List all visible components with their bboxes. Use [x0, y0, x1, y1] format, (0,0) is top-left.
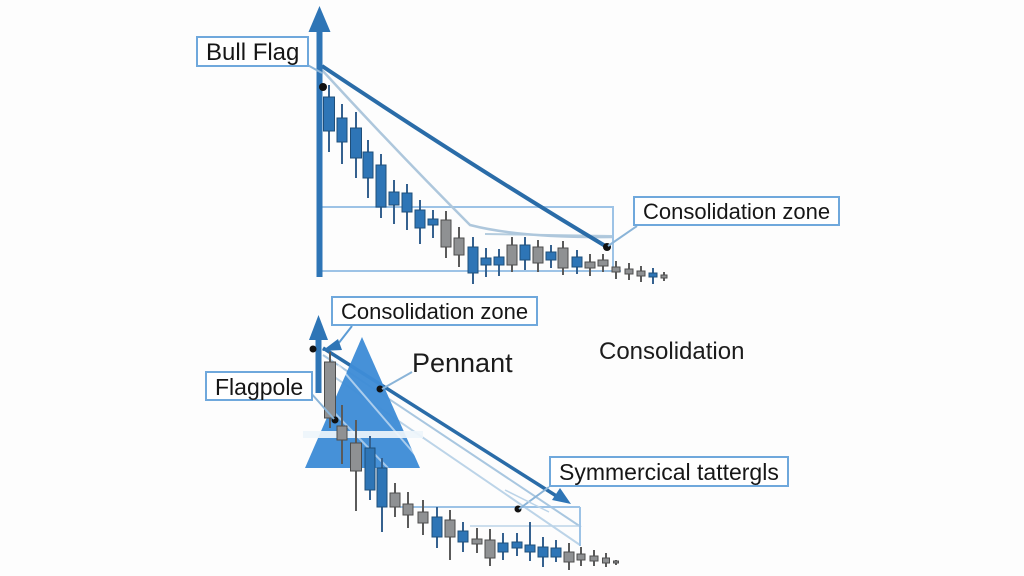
consolidation-zone-mid-label: Consolidation zone: [331, 296, 539, 326]
bottom-axis-arrowhead-icon: [309, 315, 328, 340]
symmetrical-label-connector: [518, 486, 550, 510]
candle-body: [576, 553, 586, 561]
consolidation-zone-top-label-text: Consolidation zone: [643, 199, 831, 224]
candle-body: [484, 539, 496, 559]
candle-body: [467, 246, 479, 274]
candle-body: [589, 555, 599, 562]
candle-body: [636, 270, 646, 277]
candle-body: [417, 511, 429, 524]
candle-body: [444, 519, 456, 538]
candle-body: [571, 256, 583, 268]
candle-body: [440, 219, 452, 248]
candle-body: [323, 96, 335, 132]
candle-body: [324, 361, 336, 419]
candle-body: [584, 261, 596, 269]
consolidation-mid-label-connector: [337, 325, 353, 345]
bull-flag-consolidation-rect: [317, 206, 614, 272]
candle-body: [563, 551, 575, 563]
symmetrical-connector-cross-line: [504, 489, 550, 513]
pennant-marker-dot: [376, 385, 384, 393]
top-axis-shaft: [316, 26, 323, 277]
candle-body: [364, 447, 376, 491]
pennant-triangle-streak-1: [337, 364, 419, 459]
pennant-label: Pennant: [412, 348, 513, 378]
bull-flag-upper-trendline: [320, 64, 609, 249]
consolidation-mid-connector-arrowhead-icon: [322, 339, 342, 351]
candle-body: [362, 151, 374, 179]
candle-body: [537, 546, 549, 558]
candle-body: [624, 268, 634, 275]
candle-body: [401, 192, 413, 213]
candle-body: [388, 191, 400, 206]
bottom-axis-shaft: [315, 338, 322, 393]
candle-body: [431, 516, 443, 538]
pennant-label-connector: [381, 371, 413, 390]
candle-body: [471, 538, 483, 545]
bull-flag-label-text: Bull Flag: [206, 39, 300, 66]
candle-body: [493, 256, 505, 266]
pennant-candles: [324, 352, 619, 570]
consolidation-top-label-connector: [607, 225, 638, 247]
candle-body: [336, 425, 348, 441]
flagpole-label-text: Flagpole: [215, 374, 304, 400]
pennant-triangle: [305, 337, 420, 468]
candle-body: [545, 251, 557, 261]
candle-body: [480, 257, 492, 266]
candle-body: [519, 244, 531, 261]
candle-body: [336, 117, 348, 143]
top-axis-arrowhead-icon: [308, 6, 331, 32]
candle-body: [389, 492, 401, 508]
candle-body: [557, 247, 569, 269]
candle-body: [602, 557, 610, 564]
candle-body: [350, 442, 362, 472]
candle-body: [350, 127, 362, 159]
consolidation-label: Consolidation: [599, 338, 745, 365]
candle-body: [376, 467, 388, 508]
consolidation-zone-top-label: Consolidation zone: [633, 196, 841, 226]
bull-flag-candles: [323, 85, 668, 284]
flagpole-label: Flagpole: [205, 371, 314, 401]
candle-body: [402, 503, 414, 516]
consolidation-mid-marker-dot: [309, 345, 317, 353]
candle-body: [453, 237, 465, 256]
bull-flag-label: Bull Flag: [196, 36, 310, 67]
pennant-trendline-arrowhead-icon: [552, 488, 571, 504]
candle-body: [511, 541, 523, 549]
candle-body: [660, 274, 668, 279]
candle-body: [611, 266, 621, 273]
symmetrical-triangles-label: Symmercical tattergls: [549, 456, 789, 487]
candle-body: [457, 530, 469, 543]
candle-body: [524, 544, 536, 553]
candle-body: [532, 246, 544, 264]
bull-flag-lower-trendline: [321, 69, 613, 239]
flagpole-label-connector: [309, 391, 335, 420]
candle-body: [597, 259, 609, 267]
pennant-triangle-stripe: [303, 431, 423, 438]
candle-body: [414, 209, 426, 229]
candle-body: [550, 547, 562, 558]
consolidation-zone-mid-label-text: Consolidation zone: [341, 299, 529, 324]
symmetrical-triangles-label-text: Symmercical tattergls: [559, 459, 779, 485]
bull-flag-marker-dot: [319, 83, 327, 91]
candle-body: [497, 542, 509, 553]
candle-body: [506, 244, 518, 266]
candle-body: [648, 272, 658, 278]
candle-body: [375, 164, 387, 208]
candle-body: [427, 218, 439, 226]
candle-body: [613, 560, 619, 564]
